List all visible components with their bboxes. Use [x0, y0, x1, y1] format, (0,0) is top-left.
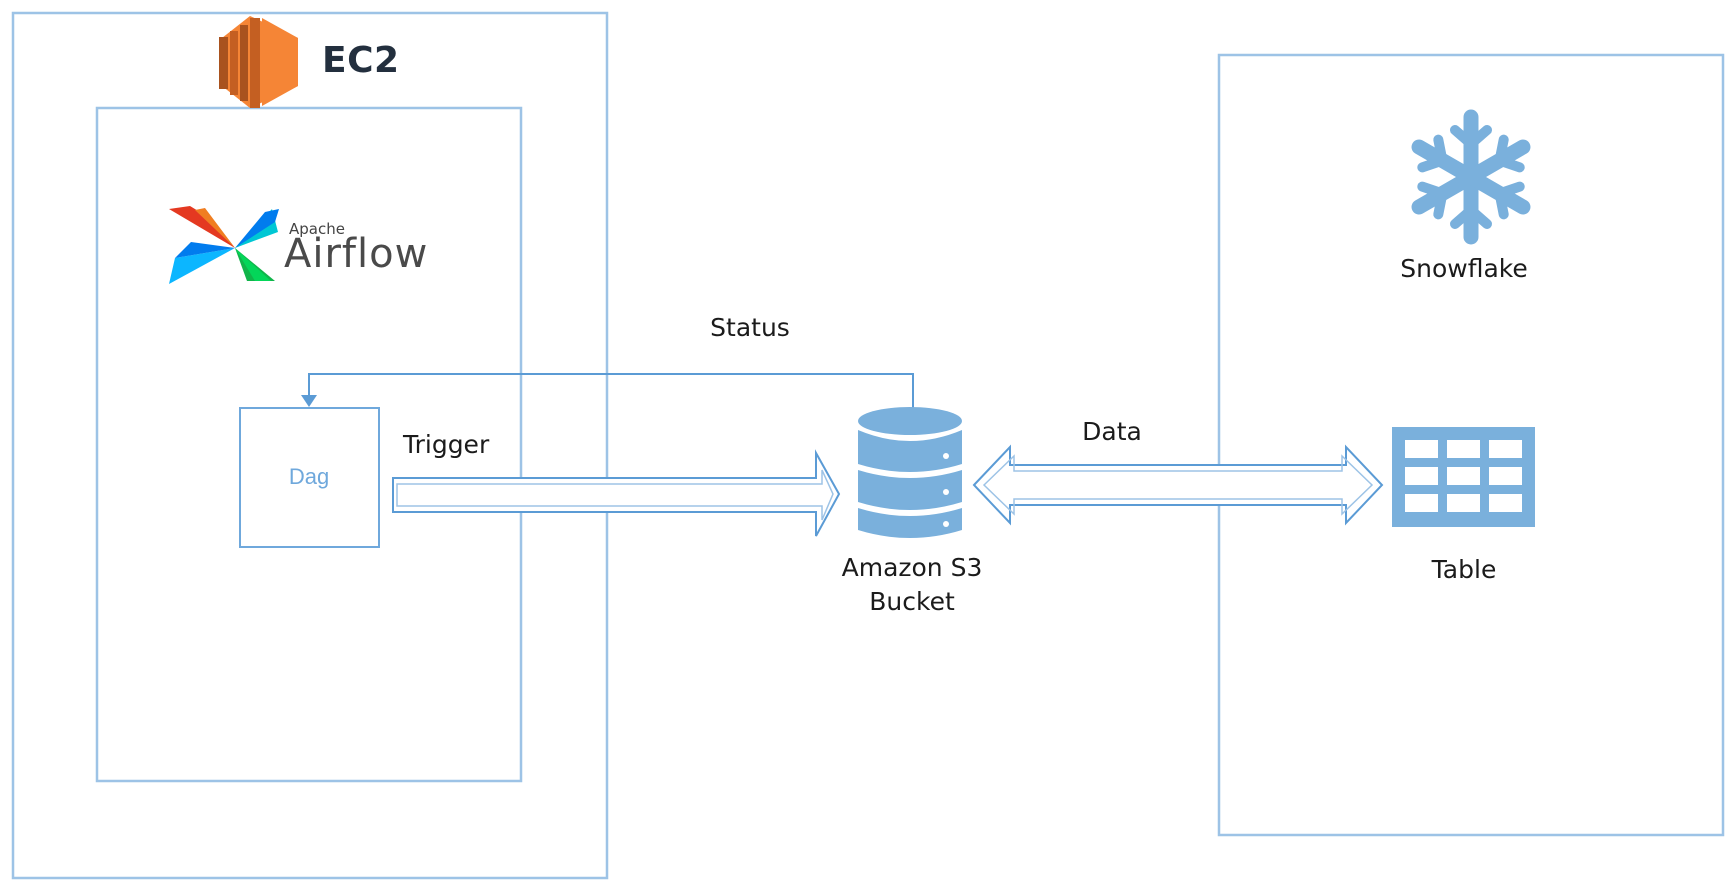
status-connector [301, 373, 914, 410]
s3-label-line2: Bucket [869, 587, 955, 616]
status-label: Status [710, 313, 790, 342]
airflow-apache-label: Apache [289, 220, 345, 238]
data-double-arrow [972, 444, 1384, 526]
airflow-label: Airflow [284, 231, 429, 277]
airflow-pinwheel-icon [169, 206, 279, 284]
trigger-arrow [392, 449, 841, 537]
database-icon [858, 407, 962, 538]
ec2-icon [219, 16, 298, 108]
table-icon [1392, 427, 1535, 527]
table-label: Table [1431, 555, 1497, 584]
airflow-container [95, 106, 523, 783]
snowflake-label: Snowflake [1400, 254, 1528, 283]
dag-box[interactable] [239, 407, 380, 548]
snowflake-icon [1411, 109, 1531, 245]
ec2-label: EC2 [322, 40, 400, 81]
snowflake-container [1217, 53, 1725, 837]
data-label: Data [1082, 417, 1142, 446]
ec2-container [11, 11, 609, 880]
dag-label: Dag [288, 464, 330, 489]
s3-label-line1: Amazon S3 [841, 553, 983, 582]
trigger-label: Trigger [403, 430, 490, 459]
